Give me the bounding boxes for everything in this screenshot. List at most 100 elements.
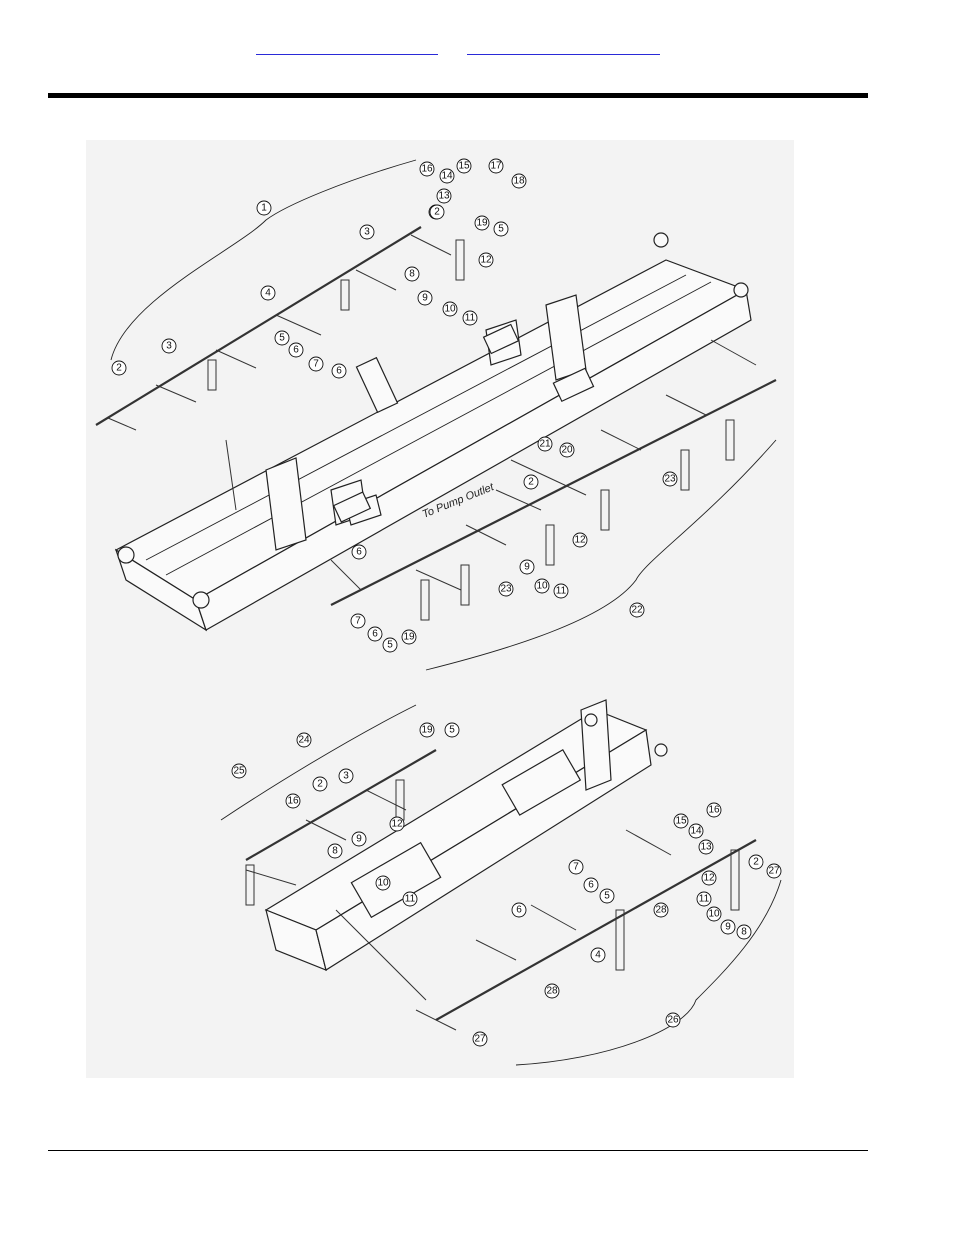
- callout: 8: [328, 844, 342, 858]
- callout: 16: [286, 794, 300, 808]
- callout: 21: [538, 437, 552, 451]
- callout: 11: [403, 892, 417, 906]
- callout: 14: [440, 169, 454, 183]
- svg-text:10: 10: [708, 909, 720, 920]
- parts-diagram: To Pump Outlet 1 2 3 4 5: [86, 140, 794, 1078]
- callout: 5: [494, 222, 508, 236]
- callout: 3: [360, 225, 374, 239]
- callout: 2: [313, 777, 327, 791]
- svg-text:7: 7: [355, 616, 361, 627]
- svg-text:12: 12: [703, 873, 715, 884]
- header-link-right[interactable]: [467, 40, 660, 55]
- svg-text:19: 19: [403, 632, 415, 643]
- callout: 6: [368, 627, 382, 641]
- svg-text:6: 6: [356, 547, 362, 558]
- svg-text:9: 9: [356, 834, 362, 845]
- brace-26: [516, 880, 781, 1065]
- svg-text:28: 28: [655, 905, 667, 916]
- svg-text:2: 2: [434, 207, 440, 218]
- callout: 23: [663, 472, 677, 486]
- svg-text:8: 8: [741, 927, 747, 938]
- svg-text:22: 22: [631, 605, 643, 616]
- svg-text:15: 15: [458, 161, 470, 172]
- callout: 5: [383, 638, 397, 652]
- callout: 28: [545, 984, 559, 998]
- parts-diagram-svg: To Pump Outlet 1 2 3 4 5: [86, 140, 794, 1078]
- callout: 19: [420, 723, 434, 737]
- svg-text:13: 13: [438, 191, 450, 202]
- svg-text:19: 19: [476, 218, 488, 229]
- callout: 6: [352, 545, 366, 559]
- callout: 28: [654, 903, 668, 917]
- callout: 20: [560, 443, 574, 457]
- svg-text:18: 18: [513, 176, 525, 187]
- svg-text:6: 6: [372, 629, 378, 640]
- callout: 9: [418, 291, 432, 305]
- svg-text:5: 5: [387, 640, 393, 651]
- callout: 17: [489, 159, 503, 173]
- callout: 6: [289, 343, 303, 357]
- callout: 10: [443, 302, 457, 316]
- callout: 9: [721, 920, 735, 934]
- callout: 5: [445, 723, 459, 737]
- svg-text:13: 13: [700, 842, 712, 853]
- svg-text:4: 4: [595, 950, 601, 961]
- svg-text:20: 20: [561, 445, 573, 456]
- svg-text:12: 12: [480, 255, 492, 266]
- svg-text:11: 11: [405, 894, 416, 905]
- svg-text:14: 14: [441, 171, 453, 182]
- callout: 19: [402, 630, 416, 644]
- callout: 2: [524, 475, 538, 489]
- svg-text:9: 9: [524, 562, 530, 573]
- svg-text:3: 3: [343, 771, 349, 782]
- bottom-rule: [48, 1150, 868, 1151]
- svg-text:16: 16: [421, 164, 433, 175]
- svg-text:2: 2: [528, 477, 534, 488]
- svg-text:26: 26: [667, 1015, 679, 1026]
- svg-text:5: 5: [279, 333, 285, 344]
- svg-text:23: 23: [664, 474, 676, 485]
- svg-text:2: 2: [317, 779, 323, 790]
- header-link-left[interactable]: [256, 40, 438, 55]
- svg-text:12: 12: [574, 535, 586, 546]
- callout: 1: [257, 201, 271, 215]
- svg-text:2: 2: [116, 363, 122, 374]
- callout: 7: [351, 614, 365, 628]
- callout: 23: [499, 582, 513, 596]
- svg-text:8: 8: [409, 269, 415, 280]
- svg-text:27: 27: [768, 866, 780, 877]
- svg-text:6: 6: [588, 880, 594, 891]
- callout: 5: [600, 889, 614, 903]
- svg-text:11: 11: [556, 586, 567, 597]
- callout: 13: [699, 840, 713, 854]
- svg-text:16: 16: [708, 805, 720, 816]
- callout: 9: [520, 560, 534, 574]
- svg-text:9: 9: [422, 293, 428, 304]
- svg-text:10: 10: [444, 304, 456, 315]
- svg-text:3: 3: [364, 227, 370, 238]
- svg-text:5: 5: [449, 725, 455, 736]
- callout: 6: [332, 364, 346, 378]
- callout: 15: [674, 814, 688, 828]
- svg-text:8: 8: [332, 846, 338, 857]
- svg-text:27: 27: [474, 1034, 486, 1045]
- svg-text:10: 10: [377, 878, 389, 889]
- top-rule: [48, 93, 868, 98]
- svg-text:24: 24: [298, 735, 310, 746]
- svg-text:23: 23: [500, 584, 512, 595]
- callout: 16: [707, 803, 721, 817]
- svg-text:11: 11: [465, 313, 476, 324]
- svg-text:25: 25: [233, 766, 245, 777]
- callout: 2: [430, 205, 444, 219]
- callout: 22: [630, 603, 644, 617]
- svg-text:7: 7: [313, 359, 319, 370]
- svg-text:5: 5: [604, 891, 610, 902]
- svg-text:6: 6: [516, 905, 522, 916]
- callout: 26: [666, 1013, 680, 1027]
- callout: 6: [584, 878, 598, 892]
- callout: 12: [573, 533, 587, 547]
- svg-text:16: 16: [287, 796, 299, 807]
- callout: 4: [261, 286, 275, 300]
- callout: 11: [554, 584, 568, 598]
- callout: 14: [689, 824, 703, 838]
